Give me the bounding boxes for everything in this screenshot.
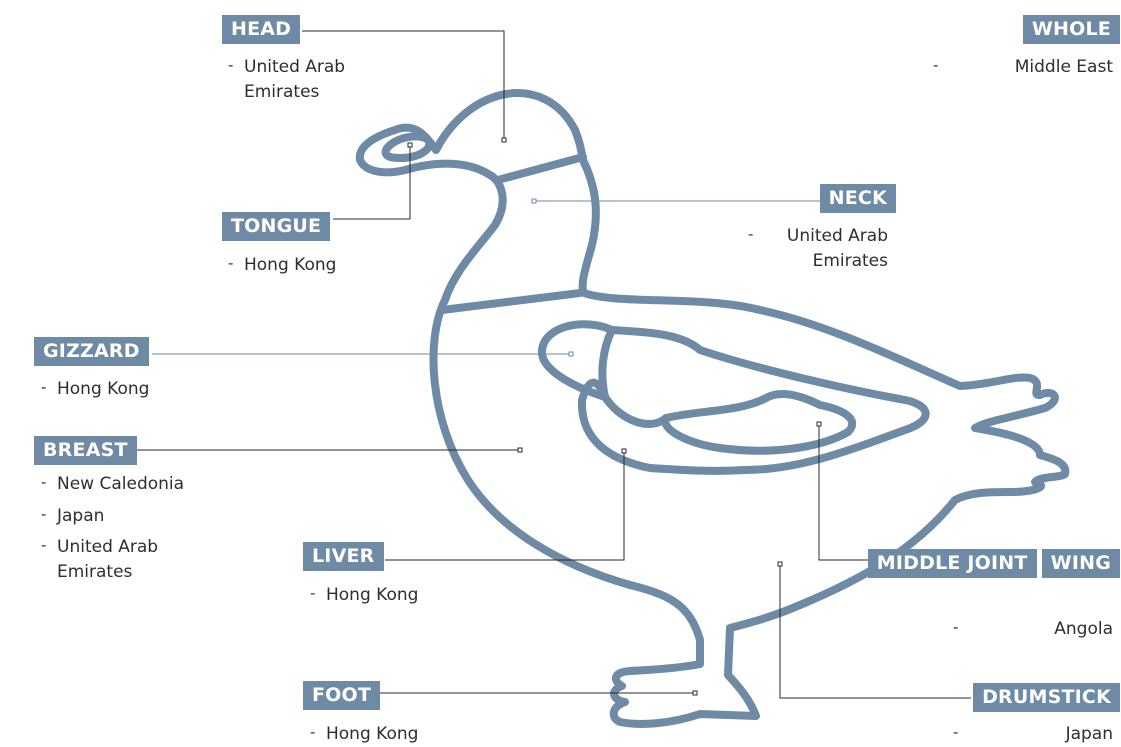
origin-item: Hong Kong (310, 583, 470, 608)
label-wing-line2: WING (1042, 549, 1120, 578)
label-wing: MIDDLE JOINT WING (868, 543, 1120, 578)
origin-item: New Caledonia (41, 472, 216, 497)
origins-neck: United Arab Emirates (748, 224, 888, 274)
leader-endpoints (408, 138, 821, 695)
origin-item: Angola (953, 617, 1113, 642)
leader-liver (385, 451, 624, 560)
label-whole: WHOLE (1023, 15, 1120, 44)
origin-item: Hong Kong (310, 722, 470, 747)
label-tongue: TONGUE (222, 212, 330, 241)
origins-whole: Middle East (933, 55, 1113, 80)
label-breast: BREAST (34, 436, 137, 465)
leader-wing (819, 424, 943, 560)
origin-item: Hong Kong (228, 253, 388, 278)
label-liver: LIVER (303, 542, 384, 571)
label-gizzard: GIZZARD (34, 337, 149, 366)
label-foot: FOOT (303, 681, 380, 710)
label-neck: NECK (820, 184, 896, 213)
origin-item: Japan (953, 722, 1113, 747)
origins-breast: New Caledonia Japan United Arab Emirates (41, 472, 216, 585)
origins-foot: Hong Kong (310, 722, 470, 747)
origin-item: United Arab Emirates (228, 55, 378, 105)
origins-gizzard: Hong Kong (41, 377, 201, 402)
label-head: HEAD (222, 15, 300, 44)
origins-head: United Arab Emirates (228, 55, 378, 105)
origin-item: United Arab Emirates (748, 224, 888, 274)
origin-item: Middle East (933, 55, 1113, 80)
origin-item: United Arab Emirates (41, 535, 216, 585)
origins-wing: Angola (953, 617, 1113, 642)
origin-item: Hong Kong (41, 377, 201, 402)
label-drumstick: DRUMSTICK (973, 683, 1120, 712)
leader-lines (134, 31, 971, 698)
origins-liver: Hong Kong (310, 583, 470, 608)
label-wing-line1: MIDDLE JOINT (868, 549, 1037, 578)
leader-drumstick (780, 564, 971, 698)
origins-drumstick: Japan (953, 722, 1113, 747)
origins-tongue: Hong Kong (228, 253, 388, 278)
origin-item: Japan (41, 504, 216, 529)
